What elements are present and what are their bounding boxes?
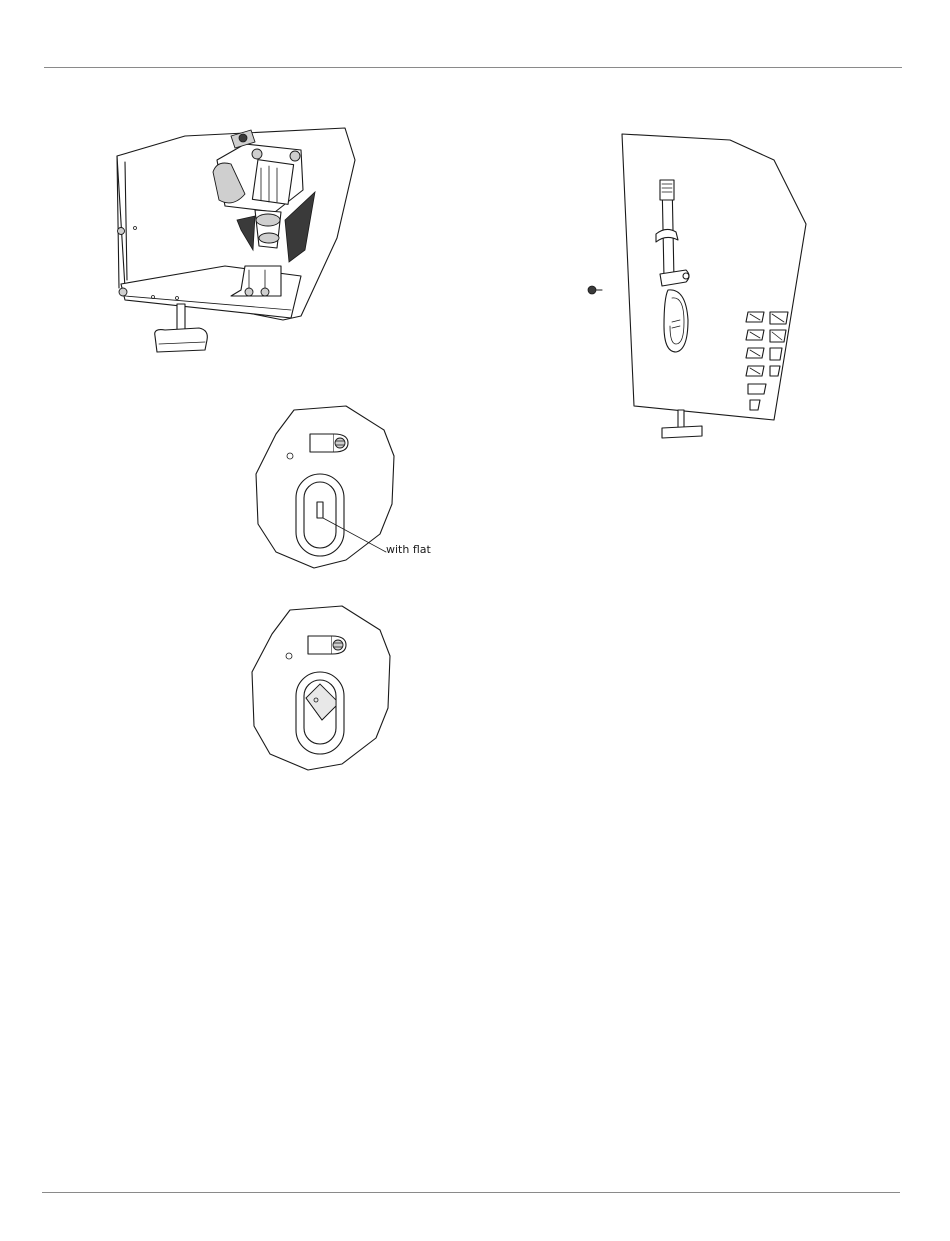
valve-assembly-drawing (105, 120, 375, 360)
header-rule (44, 67, 902, 68)
with-flat-label: with flat (386, 543, 431, 556)
footer-rule (42, 1192, 900, 1193)
side-panel-drawing (580, 130, 820, 440)
bracket-detail-with-flat-drawing (254, 404, 399, 570)
bracket-detail-rotated-drawing (250, 604, 395, 774)
